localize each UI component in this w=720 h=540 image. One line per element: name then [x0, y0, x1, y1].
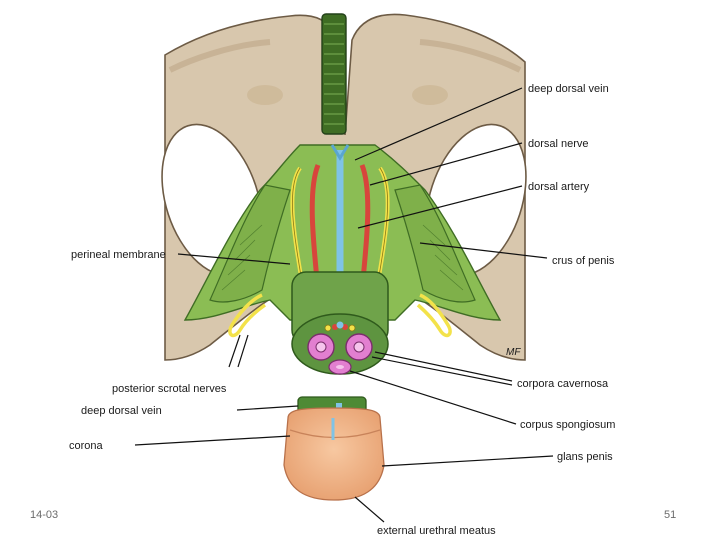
- slide-date: 14-03: [30, 509, 59, 521]
- label-deep-dorsal-vein-top: deep dorsal vein: [528, 83, 609, 95]
- labels: deep dorsal vein dorsal nerve dorsal art…: [69, 83, 615, 537]
- posterior-scrotal-nerves: [228, 293, 452, 338]
- label-external-urethral-meatus: external urethral meatus: [377, 525, 496, 537]
- label-corpus-spongiosum: corpus spongiosum: [520, 419, 615, 431]
- leader-lines: [134, 87, 554, 523]
- glans-penis: [283, 396, 385, 501]
- penile-shaft-section: [291, 271, 389, 375]
- label-posterior-scrotal-nerves: posterior scrotal nerves: [112, 383, 227, 395]
- artist-signature: MF: [506, 347, 521, 358]
- pubic-symphysis: [321, 13, 347, 135]
- label-glans-penis: glans penis: [557, 451, 613, 463]
- label-dorsal-artery: dorsal artery: [528, 181, 590, 193]
- slide-number: 51: [664, 509, 677, 521]
- deep-dorsal-vein: [330, 144, 350, 290]
- label-deep-dorsal-vein-bottom: deep dorsal vein: [81, 405, 162, 417]
- label-dorsal-nerve: dorsal nerve: [528, 138, 589, 150]
- label-corpora-cavernosa: corpora cavernosa: [517, 378, 609, 390]
- label-perineal-membrane: perineal membrane: [71, 249, 166, 261]
- label-corona: corona: [69, 440, 104, 452]
- label-crus-of-penis: crus of penis: [552, 255, 615, 267]
